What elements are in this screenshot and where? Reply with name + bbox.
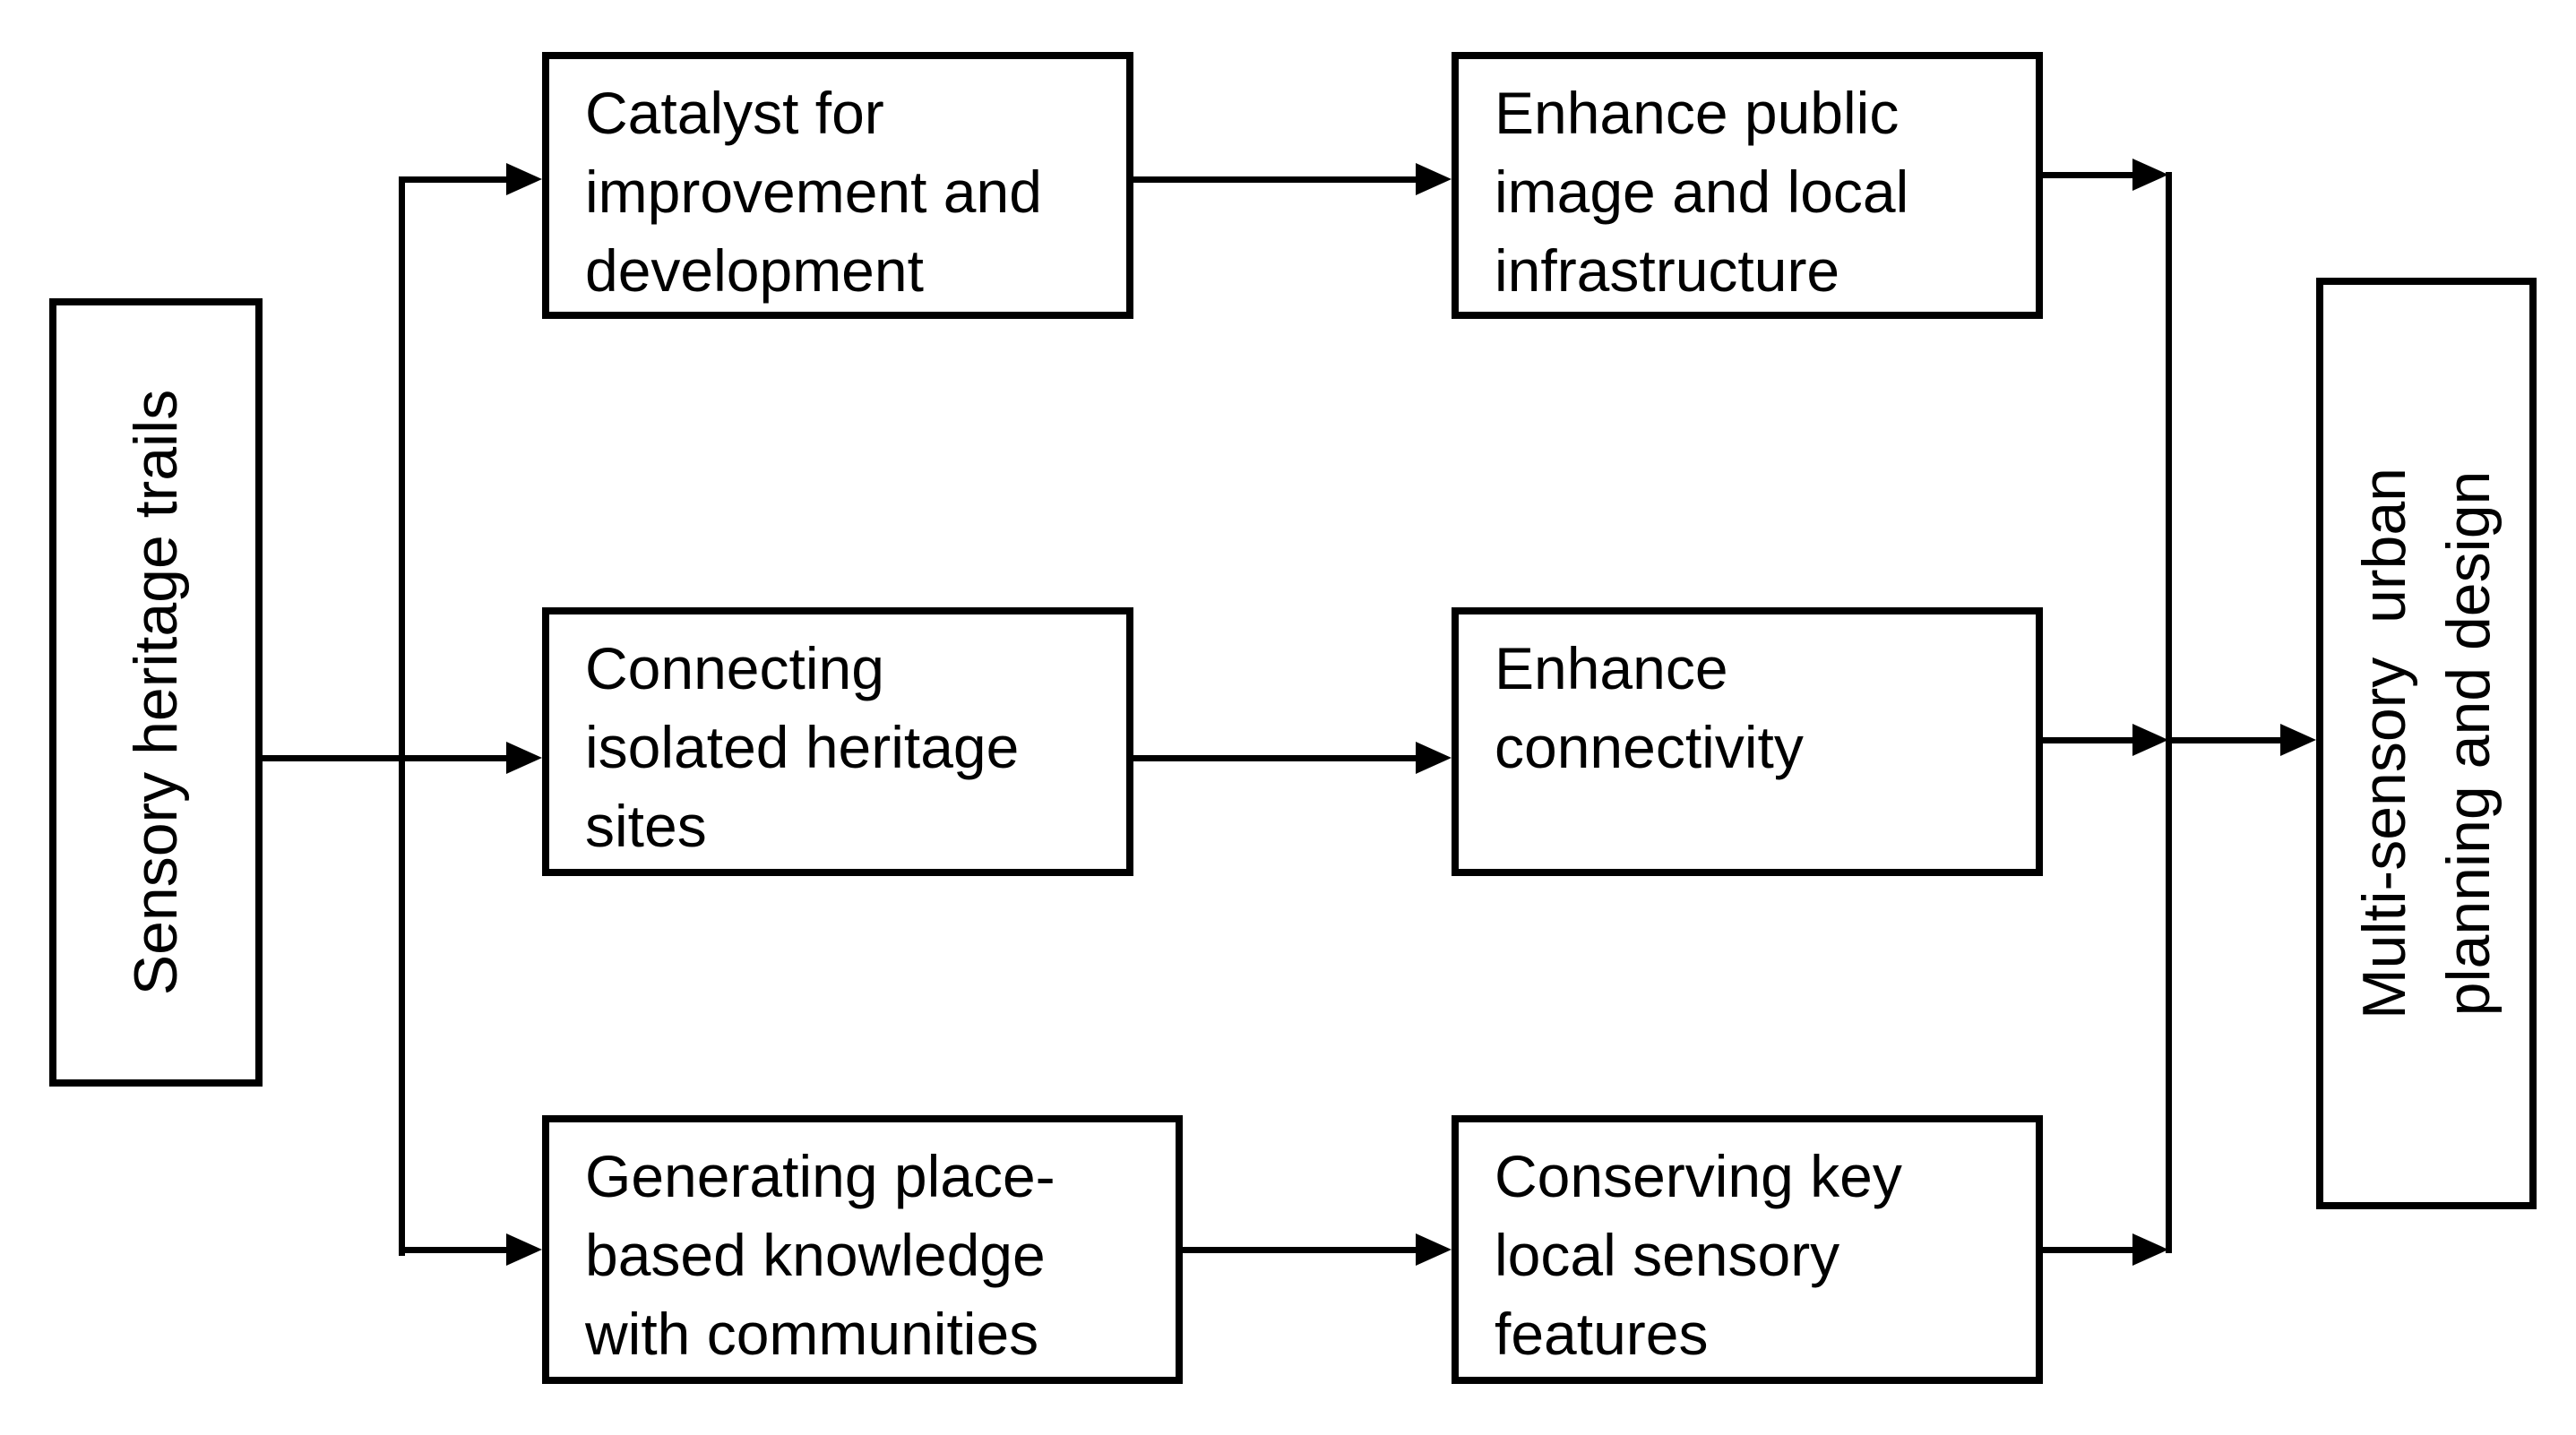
node-label: Enhance connectivity [1495,635,1804,780]
arrow-head-icon [2132,724,2168,756]
node-label: Conserving key local sensory features [1495,1143,1902,1367]
connector-source-to-row2 [263,755,509,761]
arrow-head-icon [506,163,542,195]
node-label: Enhance public image and local infrastru… [1495,80,1909,304]
connector-row3-to-collector [2043,1247,2134,1253]
connector-row3-left-to-mid [1183,1247,1418,1253]
node-connecting-isolated-heritage-sites: Connecting isolated heritage sites [542,607,1133,876]
connector-branch-to-row1 [401,176,509,183]
arrow-head-icon [2132,1233,2168,1266]
connector-row1-to-collector [2043,172,2134,178]
arrow-head-icon [2280,724,2316,756]
connector-source-branch-line [399,176,405,1256]
node-label: Sensory heritage trails [122,389,190,996]
arrow-head-icon [1416,163,1452,195]
node-multi-sensory-urban-planning: Multi-sensory urban planning and design [2316,278,2537,1209]
connector-branch-to-row3 [401,1247,509,1253]
connector-row1-left-to-mid [1133,176,1418,183]
arrow-head-icon [506,742,542,774]
node-conserving-key-sensory-features: Conserving key local sensory features [1452,1115,2043,1384]
node-enhance-connectivity: Enhance connectivity [1452,607,2043,876]
node-label: Generating place- based knowledge with c… [585,1143,1055,1367]
connector-collector-line [2166,172,2172,1253]
connector-row2-left-to-mid [1133,755,1418,761]
node-label: Catalyst for improvement and development [585,80,1042,304]
node-label: Multi-sensory urban planning and design [2350,467,2503,1020]
arrow-head-icon [2132,159,2168,191]
node-enhance-public-image-infrastructure: Enhance public image and local infrastru… [1452,52,2043,319]
connector-row2-to-collector [2043,737,2134,743]
node-label: Connecting isolated heritage sites [585,635,1020,859]
connector-collector-to-sink [2172,737,2282,743]
arrow-head-icon [506,1233,542,1266]
arrow-head-icon [1416,1233,1452,1266]
node-sensory-heritage-trails: Sensory heritage trails [49,298,263,1087]
node-catalyst-for-improvement: Catalyst for improvement and development [542,52,1133,319]
arrow-head-icon [1416,742,1452,774]
node-generating-place-based-knowledge: Generating place- based knowledge with c… [542,1115,1183,1384]
